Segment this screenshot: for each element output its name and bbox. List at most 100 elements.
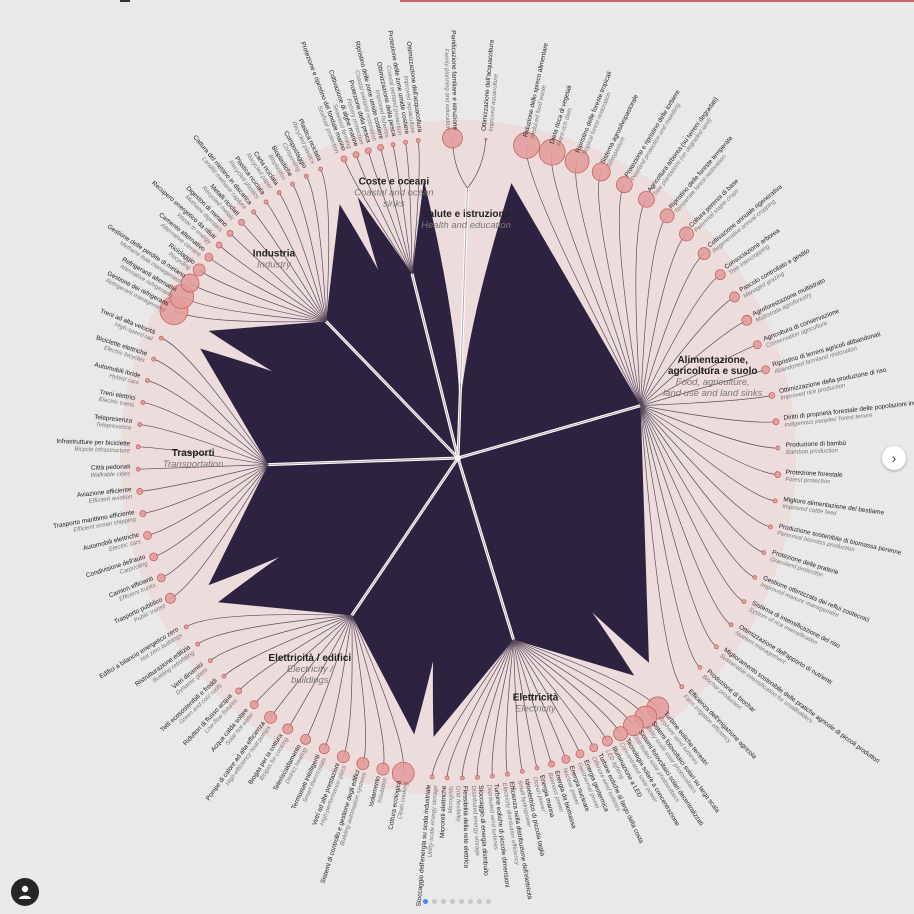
leaf-node — [429, 774, 435, 780]
carousel-dot[interactable] — [432, 899, 437, 904]
leaf-node — [474, 775, 480, 780]
leaf-node — [226, 230, 234, 237]
leaf-node — [192, 263, 206, 277]
branch-line — [640, 253, 705, 406]
branch-lines — [138, 138, 778, 778]
next-slide-button[interactable]: › — [882, 446, 906, 470]
branch-line — [640, 405, 771, 528]
leaf-node — [300, 734, 312, 745]
leaf-node — [415, 138, 421, 143]
branch-line — [505, 639, 514, 775]
center-hub — [455, 455, 461, 461]
spoke-core — [457, 457, 515, 640]
leaf-label-it: Produzione di bambù — [786, 440, 847, 449]
branch-line — [265, 201, 327, 322]
branch-line — [218, 244, 327, 322]
sector-name-en: Health and education — [421, 220, 511, 231]
spoke-core — [268, 457, 459, 466]
leaf-node — [697, 247, 711, 260]
leaf-node — [575, 749, 585, 759]
branch-line — [142, 402, 269, 465]
leaf-node — [729, 291, 740, 303]
leaf-node — [263, 199, 269, 205]
leaf-node — [775, 445, 781, 451]
sector-name-en: land use and land sinks — [663, 388, 763, 399]
leaf-label-it: Telepresenza — [94, 414, 133, 425]
branch-line — [513, 639, 581, 754]
sector-name-it: agricoltura e suolo — [668, 366, 757, 377]
sector-name-en: Transportation — [163, 459, 224, 470]
leaf-node — [180, 273, 200, 293]
branch-line — [147, 380, 269, 465]
carousel-dot[interactable] — [441, 899, 446, 904]
carousel-dot[interactable] — [459, 899, 464, 904]
sector-name-en: Coastal and ocean — [354, 187, 433, 198]
carousel-dot[interactable] — [486, 899, 491, 904]
leaf-node — [589, 743, 599, 753]
leaf-node — [505, 771, 510, 777]
sector-name-en: Food, agriculture, — [676, 377, 750, 388]
leaf-label-en: Grid flexibility — [454, 786, 460, 823]
leaf-node — [282, 723, 294, 735]
branch-line — [238, 615, 352, 692]
leaf-label-en: Bamboo production — [786, 448, 839, 456]
user-profile-button[interactable] — [11, 878, 39, 906]
carousel-dots — [0, 899, 914, 904]
branch-line — [405, 142, 413, 274]
branch-line — [640, 405, 764, 553]
leaf-label-it: Città pedonali — [91, 463, 130, 471]
leaf-node — [140, 400, 146, 405]
branch-line — [640, 405, 701, 668]
branch-line — [270, 615, 353, 718]
carousel-dot[interactable] — [477, 899, 482, 904]
leaf-node — [564, 148, 590, 174]
branch-line — [210, 615, 352, 661]
leaf-node — [221, 673, 227, 679]
branch-line — [287, 615, 353, 730]
leaf-label-en: Family planning and education — [443, 49, 450, 131]
leaf-node — [183, 624, 189, 630]
branch-line — [139, 424, 269, 465]
branch-line — [229, 233, 327, 322]
branch-line — [640, 233, 687, 406]
leaf-node — [561, 754, 571, 764]
spoke-core — [325, 320, 459, 459]
carousel-dot[interactable] — [423, 899, 428, 904]
leaf-label-en: Telepresence — [95, 422, 132, 432]
leaf-node — [761, 550, 767, 555]
leaf-label-en: Bicycle infrastructure — [74, 447, 131, 455]
carousel-dot[interactable] — [450, 899, 455, 904]
leaf-label-en: Distributed energy storage — [470, 786, 480, 857]
petal-3 — [217, 458, 459, 735]
spoke-core — [351, 457, 459, 616]
carousel-dot[interactable] — [468, 899, 473, 904]
leaf-node — [768, 524, 773, 530]
leaf-label-en: Improved aquaculture — [489, 73, 500, 132]
leaf-node — [143, 531, 152, 540]
leaf-node — [290, 181, 295, 187]
leaf-node — [679, 226, 694, 242]
branch-line — [640, 405, 717, 648]
branch-line — [513, 639, 608, 742]
leaf-node — [761, 365, 771, 375]
leaf-node — [137, 422, 143, 427]
sector-name-it: Elettricità — [513, 692, 559, 703]
leaf-label: Migliore alimentazione del bestiameImpro… — [782, 496, 885, 517]
branch-line — [461, 639, 514, 778]
leaf-node — [713, 644, 719, 650]
branch-line — [253, 211, 327, 322]
leaf-node — [534, 765, 540, 771]
sector-name-it: Salute e istruzione — [422, 209, 511, 220]
leaf-node — [616, 176, 633, 194]
leaf-node — [768, 392, 776, 399]
petal-1 — [457, 183, 649, 663]
sector-name-it: Trasporti — [172, 448, 215, 459]
sector-name-en: Industry — [257, 259, 292, 270]
